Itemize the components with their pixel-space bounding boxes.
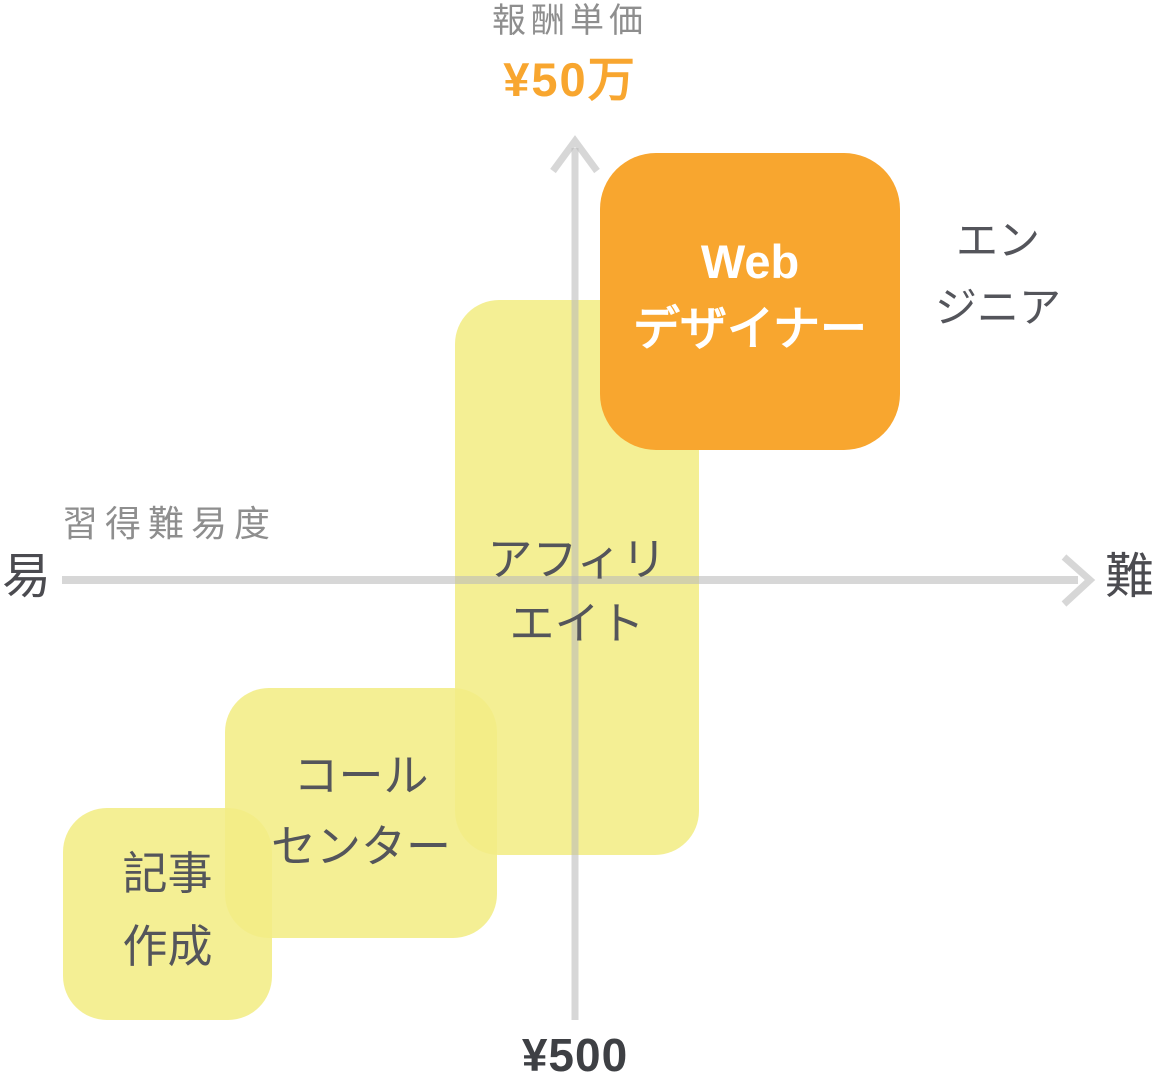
x-axis-title: 習得難易度 — [62, 503, 278, 544]
box-call-center — [225, 688, 497, 938]
label-affiliate: アフィリ エイト — [487, 534, 667, 649]
x-axis-left-label: 易 — [2, 550, 52, 604]
x-axis-arrowhead-icon — [1061, 554, 1096, 607]
y-axis-title: 報酬単価 — [492, 2, 648, 40]
box-web-designer — [600, 153, 900, 450]
y-axis-max-label: ¥50万 — [503, 53, 637, 106]
y-axis-min-label: ¥500 — [521, 1029, 629, 1080]
label-engineer: エン ジニア — [934, 217, 1061, 332]
x-axis-right-label: 難 — [1105, 550, 1155, 604]
label-call-center: コール センター — [270, 750, 451, 873]
y-axis-arrowhead-icon — [550, 135, 600, 174]
label-article-writing: 記事 作成 — [122, 848, 213, 972]
label-web-designer: Web デザイナー — [632, 235, 868, 356]
